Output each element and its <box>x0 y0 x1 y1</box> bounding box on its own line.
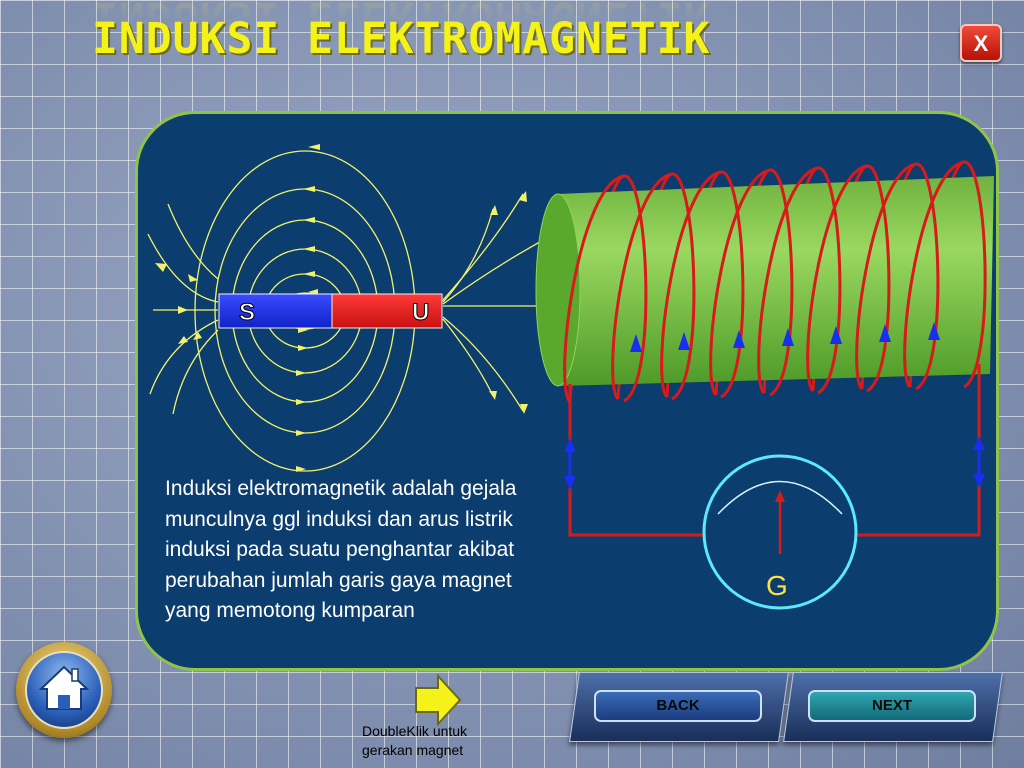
coil-current-arrows <box>630 322 940 352</box>
description-text: Induksi elektromagnetik adalah gejala mu… <box>165 477 517 622</box>
bar-magnet[interactable]: S U <box>218 293 443 329</box>
induction-diagram: S U <box>147 144 994 610</box>
circuit-wires <box>568 364 981 537</box>
close-button[interactable]: X <box>960 24 1002 62</box>
arrow-right-icon <box>415 673 462 727</box>
magnet-south-pole <box>218 293 333 329</box>
galvanometer <box>702 454 858 610</box>
home-button[interactable] <box>16 642 112 738</box>
coil-cylinder <box>535 176 994 387</box>
home-icon <box>38 665 90 710</box>
close-icon: X <box>973 31 989 56</box>
content-panel: S U Induksi elektromagnetik adalah gejal… <box>135 111 999 671</box>
hint-text: DoubleKlik untuk gerakan magnet <box>362 723 468 758</box>
back-button[interactable]: BACK <box>594 690 762 722</box>
wire-current-arrows <box>564 436 985 490</box>
play-animation-button[interactable] <box>414 673 462 727</box>
field-arrows <box>155 144 578 472</box>
page-title: INDUKSI ELEKTROMAGNETIK <box>92 14 711 64</box>
galvanometer-label: G <box>766 570 788 601</box>
magnet-south-label: S <box>239 299 255 326</box>
next-button[interactable]: NEXT <box>808 690 976 722</box>
magnet-north-label: U <box>412 299 429 326</box>
magnet-north-pole <box>331 293 443 329</box>
